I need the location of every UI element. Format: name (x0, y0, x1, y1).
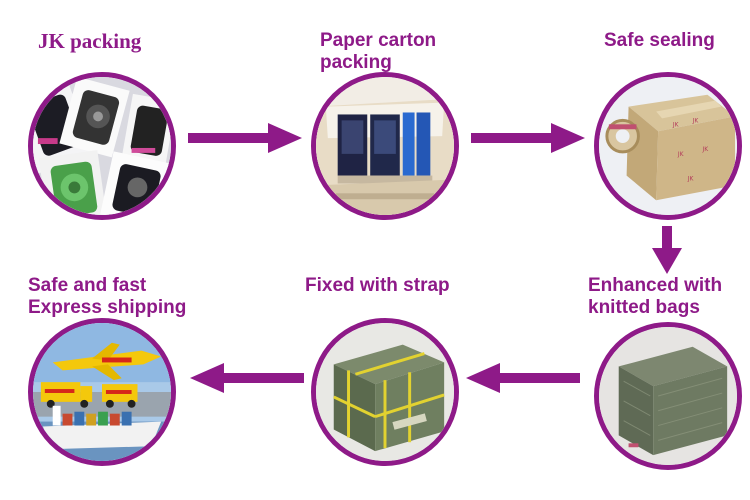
svg-text:JK: JK (687, 177, 694, 183)
step-1-image (28, 72, 176, 220)
step-2-label: Paper carton packing (320, 30, 436, 74)
step-4-label-line1: Enhanced with (588, 275, 723, 296)
step-2-label-line1: Paper carton (320, 30, 437, 51)
arrow-left-2 (190, 363, 304, 393)
svg-text:JK: JK (702, 147, 709, 153)
step-5-label-text: Fixed with strap (305, 275, 450, 296)
step-2-image (311, 72, 459, 220)
arrow-left-icon (466, 363, 580, 393)
step-4-image (594, 322, 742, 470)
step-5-label: Fixed with strap (305, 275, 450, 297)
arrow-down (652, 226, 682, 274)
arrow-right-icon (188, 123, 302, 153)
step-6-label: Safe and fast Express shipping (28, 275, 186, 319)
express-shipping-icon (33, 323, 171, 461)
arrow-right-icon (471, 123, 585, 153)
step-6-image (28, 318, 176, 466)
step-3-image: JK JK JK JK JK (594, 72, 742, 220)
step-3-label: Safe sealing (604, 30, 715, 52)
arrow-right-1 (188, 123, 302, 153)
step-6-label-line2: Express shipping (28, 297, 187, 318)
step-4-label-line2: knitted bags (588, 297, 700, 318)
svg-text:JK: JK (677, 152, 684, 158)
arrow-left-1 (466, 363, 580, 393)
step-4-label: Enhanced with knitted bags (588, 275, 722, 319)
carton-box-icon (316, 77, 454, 215)
step-5-image (311, 318, 459, 466)
arrow-left-icon (190, 363, 304, 393)
sealed-box-icon: JK JK JK JK JK (599, 77, 737, 215)
step-2-label-line2: packing (320, 52, 392, 73)
strapped-box-icon (316, 323, 454, 461)
step-1-label-text: JK packing (38, 29, 142, 53)
knitted-bag-box-icon (599, 327, 737, 465)
phone-cases-icon (33, 77, 171, 215)
arrow-right-2 (471, 123, 585, 153)
svg-text:JK: JK (672, 122, 679, 128)
step-3-label-text: Safe sealing (604, 30, 715, 51)
step-6-label-line1: Safe and fast (28, 275, 147, 296)
step-1-label: JK packing (38, 30, 141, 52)
arrow-down-icon (652, 226, 682, 274)
svg-text:JK: JK (692, 118, 699, 124)
